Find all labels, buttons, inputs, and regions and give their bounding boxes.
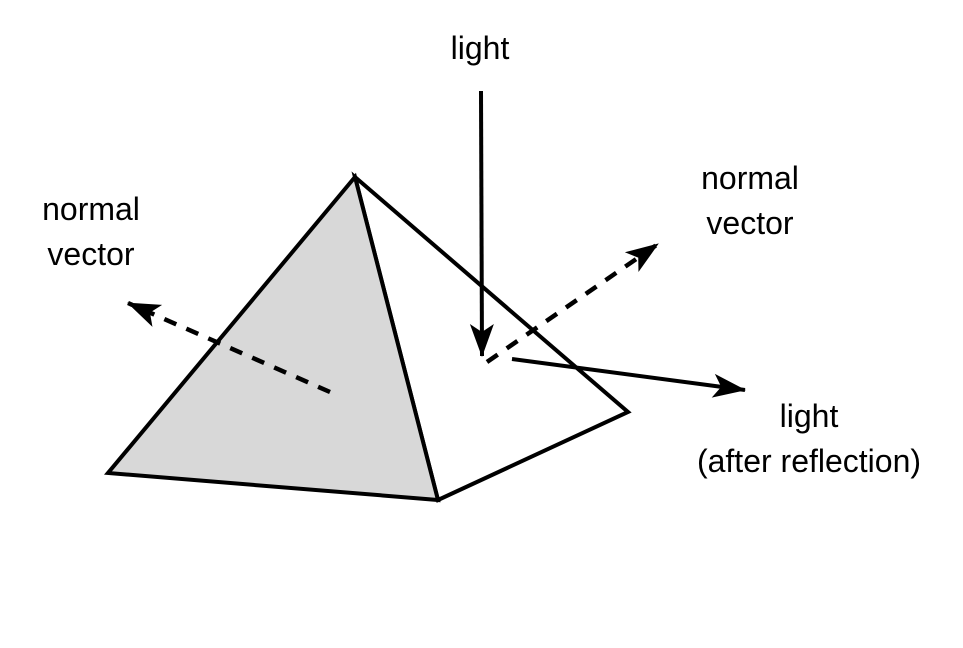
label-line: normal bbox=[42, 191, 140, 227]
label-line: normal bbox=[701, 160, 799, 196]
normal-vector-right-label: normal vector bbox=[701, 156, 799, 246]
label-line: vector bbox=[47, 236, 135, 272]
normal-vector-right-arrow bbox=[485, 242, 660, 364]
normal-vector-left-arrow bbox=[127, 300, 331, 395]
label-line: vector bbox=[706, 205, 794, 241]
incident-light-label: light bbox=[451, 26, 510, 71]
pyramid-left-face bbox=[103, 172, 441, 503]
label-line: light bbox=[779, 398, 839, 434]
incident-light-arrow bbox=[469, 90, 494, 357]
reflected-light-arrow bbox=[511, 357, 746, 398]
reflected-light-label: light (after reflection) bbox=[697, 394, 921, 484]
label-line: (after reflection) bbox=[696, 443, 922, 479]
label-line: light bbox=[450, 30, 510, 66]
normal-vector-left-label: normal vector bbox=[42, 187, 140, 277]
